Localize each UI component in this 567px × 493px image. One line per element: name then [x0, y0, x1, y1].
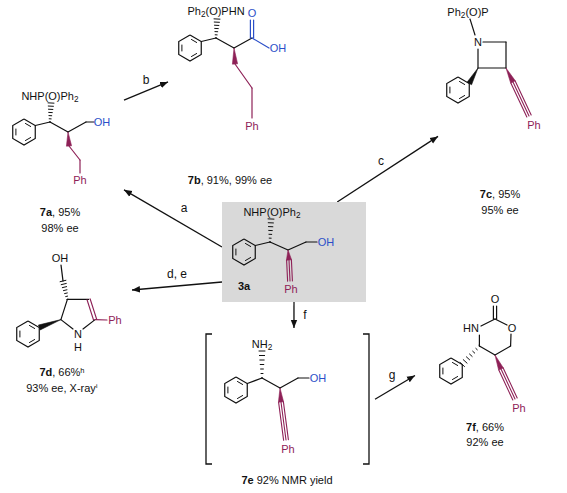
reaction-arrow [337, 136, 438, 202]
intermediate-compound: NH2OH Ph 7e 92% NMR yield [200, 328, 375, 490]
atom-label: Ph [527, 120, 540, 131]
atom-label: HN [463, 323, 479, 334]
atom-label: Ph [73, 175, 86, 186]
atom-label: NHP(O)Ph2 [243, 207, 300, 218]
reaction-arrow [132, 282, 222, 290]
atom-label: O [508, 323, 517, 334]
atom-label: O [248, 8, 257, 19]
atom-label: O [491, 294, 500, 305]
compound-caption: 7d, 66%ʰ [39, 367, 84, 378]
compound-caption: 3a [238, 281, 250, 292]
product-compound: Ph2(O)PHN O OH Ph 7b, 91%, 99% ee [168, 2, 298, 190]
compound-caption: 98% ee [41, 223, 78, 234]
atom-label: Ph [284, 284, 297, 295]
reagent-label: f [302, 309, 307, 321]
structure-drawing [200, 328, 375, 490]
compound-caption: 7f, 66% [466, 422, 504, 433]
reagent-label: d, e [166, 268, 188, 280]
reaction-arrow [293, 302, 294, 328]
product-compound: OH NH Ph 7d, 66%ʰ 93% ee, X-rayⁱ [2, 248, 132, 398]
reaction-arrow [124, 190, 222, 247]
compound-caption: 95% ee [481, 205, 518, 216]
compound-caption: 93% ee, X-rayⁱ [26, 383, 98, 394]
product-compound: NHP(O)Ph2OH Ph 7a, 95% 98% ee [2, 88, 124, 240]
reagent-label: a [180, 202, 189, 214]
atom-label: Ph [245, 121, 258, 132]
product-compound: Ph2(O)P N Ph 7c, 95% 95% ee [438, 2, 563, 226]
atom-label: NHP(O)Ph2 [21, 91, 78, 102]
compound-caption: 7b, 91%, 99% ee [188, 175, 272, 186]
atom-label: OH [270, 43, 287, 54]
atom-label: N [474, 37, 482, 48]
reagent-label: c [377, 155, 385, 167]
atom-label: N [74, 329, 82, 340]
atom-label: Ph [512, 403, 525, 414]
atom-label: NH2 [252, 339, 272, 350]
compound-caption: 7a, 95% [40, 207, 80, 218]
atom-label: OH [318, 237, 335, 248]
atom-label: Ph [281, 444, 294, 455]
atom-label: OH [52, 253, 69, 264]
atom-label: Ph2(O)PHN [187, 6, 244, 17]
compound-caption: 7e 92% NMR yield [241, 475, 332, 486]
structure-drawing [168, 2, 298, 190]
reagent-label: g [388, 369, 397, 381]
starting-compound: NHP(O)Ph2OH Ph 3a [222, 202, 366, 302]
compound-caption: 92% ee [466, 437, 503, 448]
atom-label: Ph [108, 315, 121, 326]
atom-label: OH [94, 117, 111, 128]
atom-label: H [74, 342, 82, 353]
atom-label: Ph2(O)P [447, 7, 488, 18]
product-compound: O HN O Ph 7f, 66% 92% ee [415, 285, 560, 450]
atom-label: OH [310, 373, 327, 384]
compound-caption: 7c, 95% [480, 189, 520, 200]
reagent-label: b [142, 74, 151, 86]
